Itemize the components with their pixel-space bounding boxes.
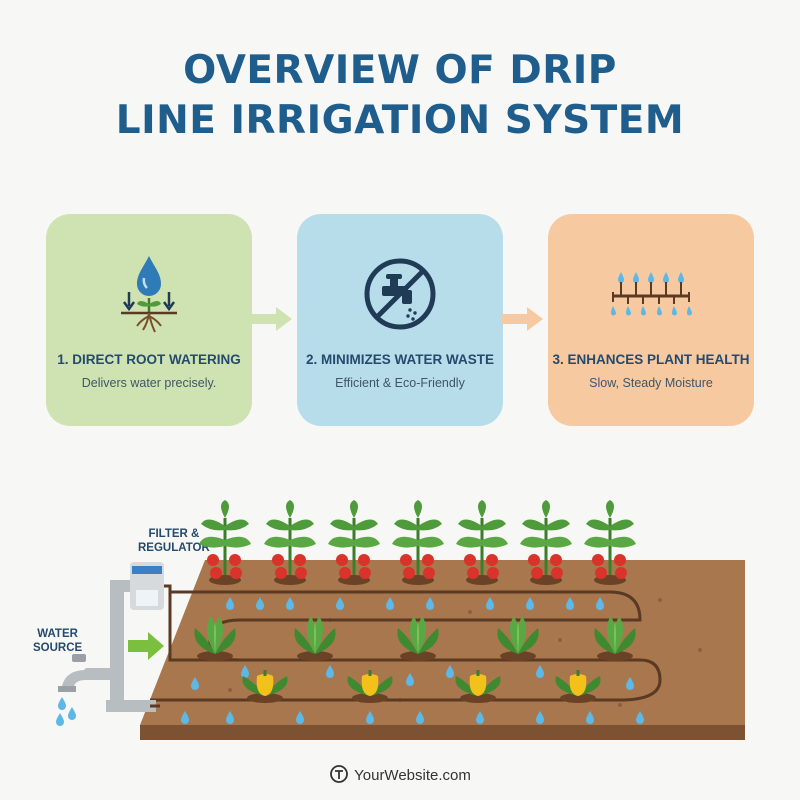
web-icon (330, 765, 349, 783)
card-heading: 3. ENHANCES PLANT HEALTH (552, 352, 750, 367)
title-line-2: LINE IRRIGATION SYSTEM (115, 98, 685, 143)
arrow-right-icon (250, 307, 292, 331)
title-line-1: OVERVIEW OF DRIP (183, 48, 617, 93)
card-direct-root-watering: 1. DIRECT ROOT WATERING Delivers water p… (46, 214, 252, 426)
card-subtitle: Slow, Steady Moisture (589, 376, 713, 390)
source-label-line-2: SOURCE (33, 642, 83, 654)
footer: YourWebsite.com (0, 764, 800, 784)
card-subtitle: Delivers water precisely. (81, 376, 217, 390)
arrow-right-icon (501, 307, 543, 331)
page-title: OVERVIEW OF DRIP LINE IRRIGATION SYSTEM (0, 46, 800, 146)
filter-label-line-2: REGULATOR (138, 542, 210, 554)
card-subtitle: Efficient & Eco-Friendly (335, 376, 465, 390)
filter-label-line-1: FILTER & (148, 528, 200, 540)
source-label-line-1: WATER (37, 628, 78, 640)
no-faucet-icon (364, 258, 436, 330)
drip-line-icon (611, 272, 692, 316)
filter-regulator-label: FILTER & REGULATOR (138, 527, 210, 555)
card-enhances-plant-health: 3. ENHANCES PLANT HEALTH Slow, Steady Mo… (548, 214, 754, 426)
card-minimizes-water-waste: 2. MINIMIZES WATER WASTE Efficient & Eco… (297, 214, 503, 426)
water-source-label: WATER SOURCE (33, 627, 82, 655)
card-heading: 1. DIRECT ROOT WATERING (57, 352, 241, 367)
irrigation-field-scene (56, 498, 745, 740)
footer-website-link[interactable]: YourWebsite.com (354, 767, 471, 784)
water-drop-root-icon (121, 256, 177, 333)
card-heading: 2. MINIMIZES WATER WASTE (305, 352, 494, 367)
